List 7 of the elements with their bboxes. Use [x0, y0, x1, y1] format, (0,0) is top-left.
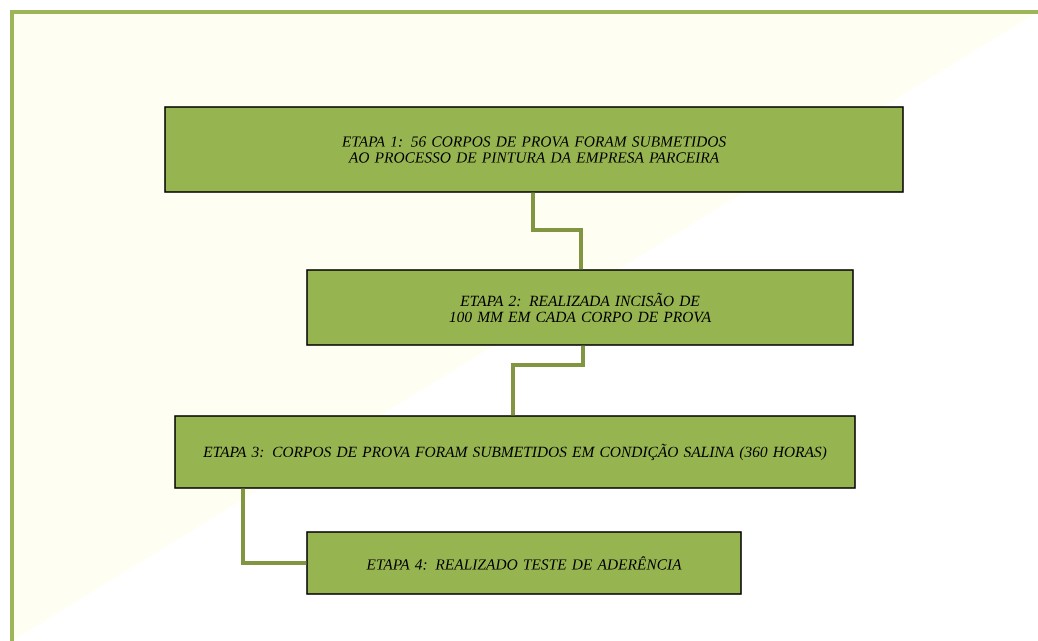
connector-line	[511, 345, 585, 416]
connector-line	[531, 192, 583, 270]
process-box: ETAPA 3: CORPOS DE PROVA FORAM SUBMETIDOS EM CONDIÇÃO SALINA (360 HORAS)	[174, 415, 856, 489]
connector-line	[241, 488, 307, 565]
process-box: ETAPA 2: REALIZADA INCISÃO DE 100 MM EM CADA CORPO DE PROVA	[306, 269, 854, 346]
process-box: ETAPA 1: 56 CORPOS DE PROVA FORAM SUBMETIDOS AO PROCESSO DE PINTURA DA EMPRESA PARCEIRA	[164, 106, 904, 193]
process-box: ETAPA 4: REALIZADO TESTE DE ADERÊNCIA	[306, 531, 742, 595]
